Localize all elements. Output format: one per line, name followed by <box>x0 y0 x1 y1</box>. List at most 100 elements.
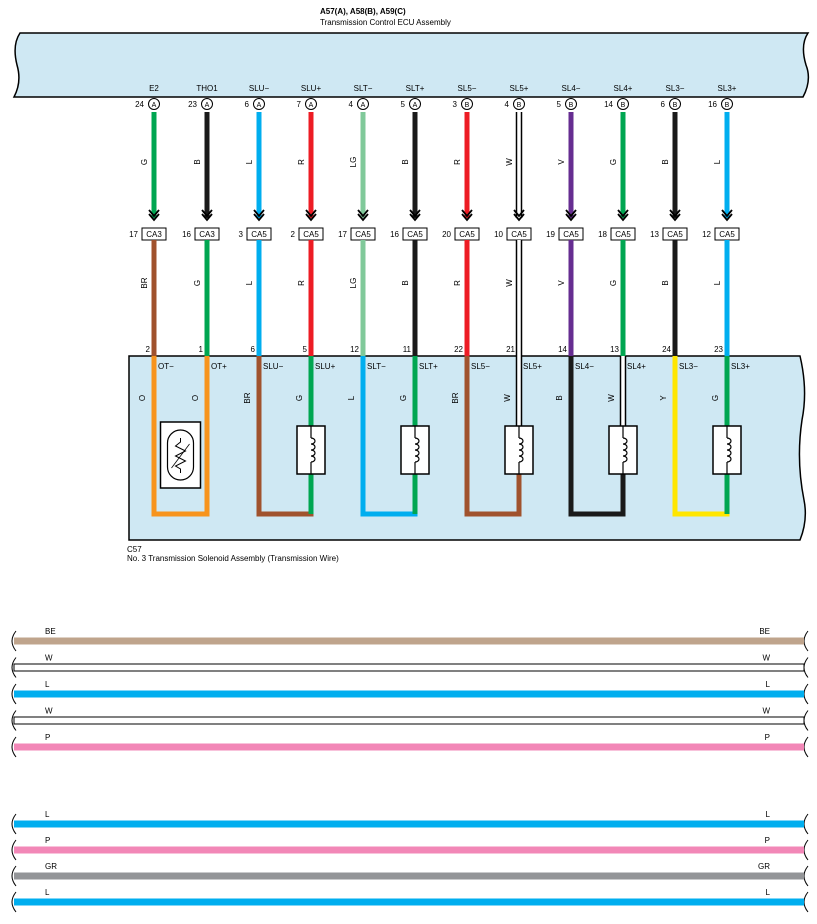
connector-pin-number: 17 <box>129 230 138 239</box>
connector-code: CA5 <box>667 230 683 239</box>
bundle-wire-label-left: GR <box>45 862 57 871</box>
bundle-wire-label-left: L <box>45 810 50 819</box>
resistor-zigzag-icon <box>174 438 187 473</box>
inner-wire-color-label: G <box>399 395 408 401</box>
solenoid-pin-number: 22 <box>454 345 463 354</box>
solenoid-pin-number: 2 <box>146 345 151 354</box>
solenoid-pin-label: OT+ <box>211 362 227 371</box>
solenoid-pin-label: SL3+ <box>731 362 750 371</box>
bundle-wire-label-right: W <box>762 654 770 663</box>
bundle-break-left <box>11 839 17 861</box>
wire-color-label: R <box>297 159 306 165</box>
solenoid-pin-number: 1 <box>199 345 204 354</box>
connector-pin-number: 16 <box>182 230 191 239</box>
connector-code: CA3 <box>146 230 162 239</box>
ecu-pin-number: 3 <box>453 100 458 109</box>
ecu-connector-letter: A <box>413 102 418 109</box>
ecu-connector-marker <box>305 98 317 110</box>
ecu-connector-marker <box>409 98 421 110</box>
wire-color-label: B <box>401 159 410 164</box>
bundle-wire-label-right: BE <box>759 627 770 636</box>
connector-pin-number: 16 <box>390 230 399 239</box>
wire-color-label: G <box>609 280 618 286</box>
solenoid-pin-label: SLT+ <box>419 362 438 371</box>
ecu-connector-marker <box>669 98 681 110</box>
wire-color-label: G <box>193 280 202 286</box>
connector-pin-number: 2 <box>291 230 296 239</box>
ecu-title: A57(A), A58(B), A59(C) <box>320 7 406 16</box>
bundle-break-right <box>803 891 809 913</box>
bundle-wire-label-left: W <box>45 654 53 663</box>
ecu-connector-letter: B <box>569 102 574 109</box>
ecu-pin-number: 24 <box>135 100 144 109</box>
wire-color-label: B <box>661 159 670 164</box>
solenoid-pin-number: 6 <box>251 345 256 354</box>
inner-wire-color-label: G <box>711 395 720 401</box>
solenoid-name: No. 3 Transmission Solenoid Assembly (Tr… <box>127 554 339 563</box>
wire-color-label: B <box>193 159 202 164</box>
coil-icon <box>518 437 524 463</box>
ecu-pin-label: SL4− <box>562 84 581 93</box>
wire-color-label: L <box>245 280 254 285</box>
wire-color-label: L <box>713 159 722 164</box>
bundle-wire <box>13 663 805 672</box>
connector-pin-number: 10 <box>494 230 503 239</box>
bundle-break-right <box>803 839 809 861</box>
wire-color-label: R <box>297 280 306 286</box>
bundle-break-left <box>11 683 17 705</box>
ecu-pin-number: 5 <box>557 100 562 109</box>
ecu-pin-number: 14 <box>604 100 613 109</box>
ecu-pin-number: 16 <box>708 100 717 109</box>
thermistor-icon <box>166 429 195 481</box>
bundle-break-right <box>803 657 809 678</box>
wire-color-label: BR <box>140 277 149 288</box>
bundle-wire-label-right: P <box>765 836 770 845</box>
bundle-wire-label-right: P <box>765 733 770 742</box>
wire-color-label: R <box>453 280 462 286</box>
bundle-break-right <box>803 865 809 887</box>
connector-arrow-icon <box>305 209 317 222</box>
bundle-break-right <box>803 710 809 731</box>
bundle-break-right <box>803 683 809 705</box>
solenoid-pin-number: 21 <box>506 345 515 354</box>
ecu-connector-marker <box>461 98 473 110</box>
solenoid-pin-label: SLT− <box>367 362 386 371</box>
bundle-wire-label-right: W <box>762 707 770 716</box>
ecu-pin-number: 4 <box>349 100 354 109</box>
solenoid-pin-number: 11 <box>403 345 412 354</box>
connector-arrow-icon <box>201 209 213 222</box>
ecu-connector-marker <box>357 98 369 110</box>
connector-pin-number: 18 <box>598 230 607 239</box>
connector-arrow-icon <box>513 209 525 222</box>
wire-color-label: L <box>245 159 254 164</box>
bundle-break-right <box>803 736 809 758</box>
ecu-connector-letter: B <box>673 102 678 109</box>
wire-color-label: V <box>557 280 566 286</box>
ecu-pin-label: SLT+ <box>406 84 425 93</box>
ecu-subtitle: Transmission Control ECU Assembly <box>320 18 451 27</box>
solenoid-code: C57 <box>127 545 142 554</box>
connector-code: CA5 <box>615 230 631 239</box>
thermistor-box <box>159 421 202 489</box>
inner-wire-color-label: O <box>191 395 200 401</box>
solenoid-pin-number: 12 <box>350 345 359 354</box>
bundle-break-left <box>11 813 17 835</box>
connector-arrow-icon <box>253 209 265 222</box>
thermistor-slash-icon <box>171 443 190 469</box>
ecu-connector-letter: A <box>361 102 366 109</box>
bundle-wire-label-left: P <box>45 836 50 845</box>
connector-arrow-icon <box>565 209 577 222</box>
connector-arrow-icon <box>357 209 369 222</box>
bundle-wire-label-left: L <box>45 680 50 689</box>
connector-arrow-icon <box>148 209 160 222</box>
connector-arrow-icon <box>669 209 681 222</box>
wire-color-label: G <box>609 159 618 165</box>
ecu-pin-label: SL3− <box>666 84 685 93</box>
ecu-connector-letter: A <box>257 102 262 109</box>
bundle-wire-label-left: BE <box>45 627 56 636</box>
wire-color-label: R <box>453 159 462 165</box>
ecu-pin-number: 7 <box>297 100 302 109</box>
coil-icon <box>414 437 420 463</box>
wire-color-label: LG <box>349 278 358 289</box>
